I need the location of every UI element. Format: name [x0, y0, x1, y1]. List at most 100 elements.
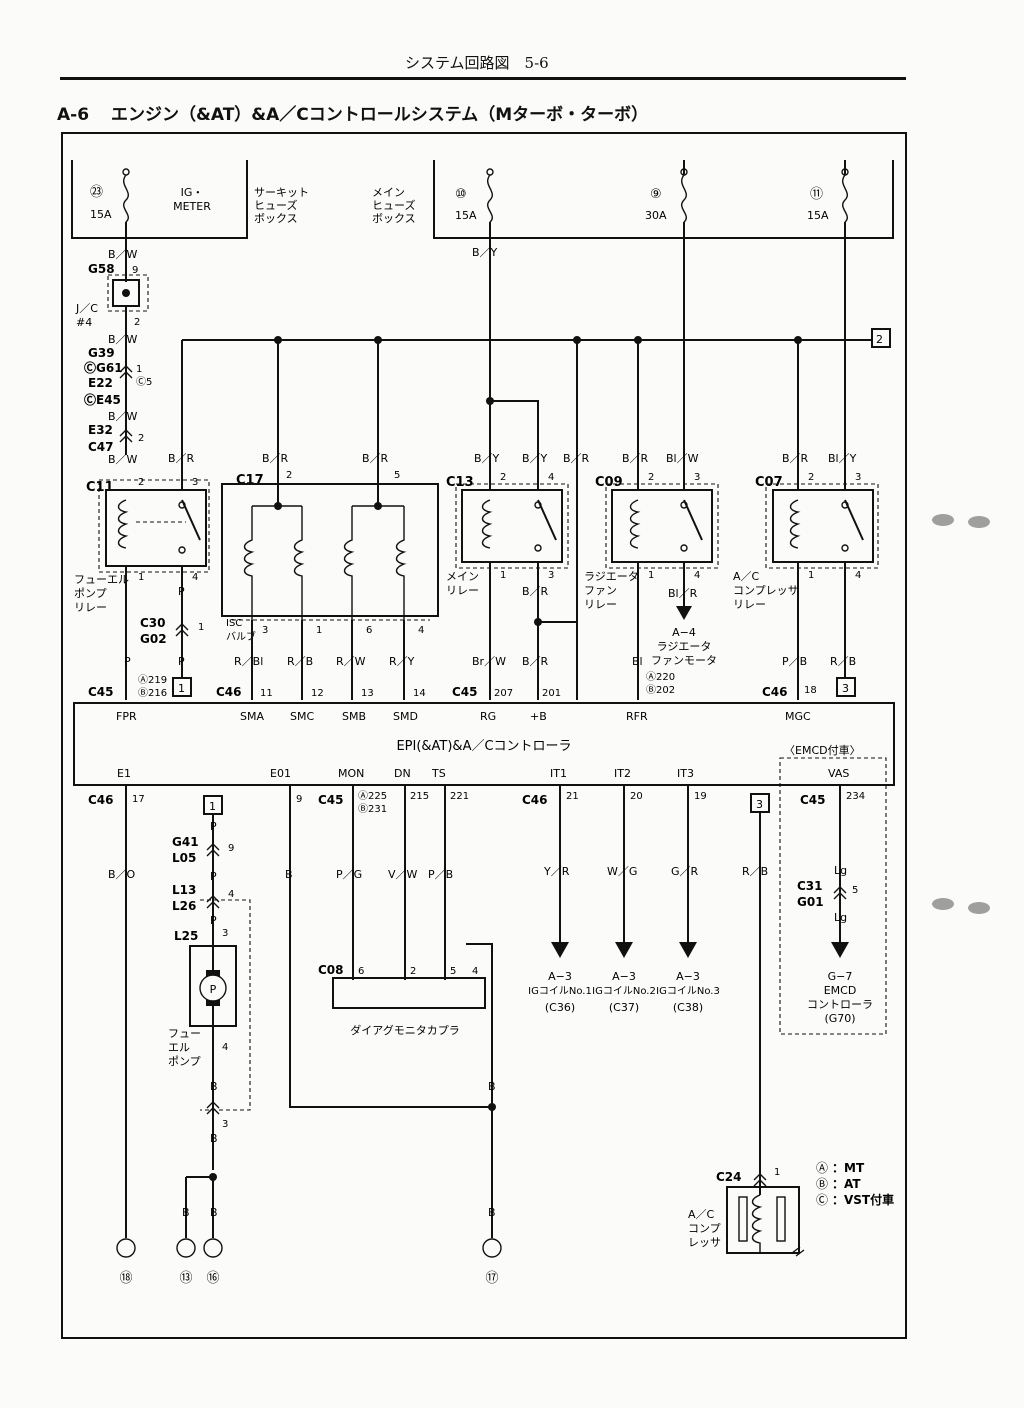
svg-text:4: 4: [694, 570, 700, 581]
pin-jc-2: 2: [134, 317, 140, 328]
relay-c11: [105, 489, 207, 567]
relay-main-label-1: メイン: [446, 570, 479, 583]
svg-text:P: P: [210, 914, 217, 927]
jc4-splice: [122, 289, 130, 297]
svg-text:12: 12: [311, 688, 324, 699]
fuse-23-element: [123, 174, 129, 223]
fuse-23-name-1: IG・: [181, 186, 204, 199]
fuse-10-terminal: [486, 168, 494, 176]
fuse-10-number: ⑩: [455, 187, 467, 202]
fuel-pump-box: [189, 945, 237, 1027]
arrow-fan-motor: [676, 606, 692, 620]
svg-text:3: 3: [842, 682, 849, 695]
svg-text:19: 19: [694, 791, 707, 802]
svg-text:IGコイルNo.2: IGコイルNo.2: [592, 986, 656, 997]
svg-text:B／O: B／O: [108, 868, 136, 881]
pin-it3: IT3: [677, 767, 694, 780]
svg-text:P: P: [210, 870, 217, 883]
wl-c09-br: B／R: [622, 452, 649, 465]
wl-c17-br2: B／R: [362, 452, 389, 465]
legend-text-b: ：AT: [832, 1177, 861, 1191]
pin-plus-b: +B: [530, 710, 547, 723]
circuit-fuse-box: [71, 160, 248, 239]
header-rule: [60, 77, 906, 80]
svg-text:1: 1: [774, 1167, 780, 1178]
legend: Ⓐ ：MT Ⓑ ：AT Ⓒ ：VST付車: [816, 1161, 894, 1207]
wl-c11-br: B／R: [168, 452, 195, 465]
svg-text:207: 207: [494, 688, 513, 699]
relay-c11-boundary: [98, 479, 210, 573]
pin-smb: SMB: [342, 710, 366, 723]
svg-text:14: 14: [413, 688, 426, 699]
conn-l25: L25: [174, 929, 198, 943]
conn-g02: G02: [140, 632, 167, 646]
ground-16: ⑯: [206, 1271, 219, 1286]
relay-fan-label-3: リレー: [584, 598, 617, 611]
ground-18: ⑱: [119, 1271, 132, 1286]
svg-text:5: 5: [852, 885, 858, 896]
pin-c17-5: 5: [394, 470, 400, 481]
svg-text:B／R: B／R: [522, 655, 549, 668]
svg-text:(G70): (G70): [824, 1012, 855, 1025]
svg-text:3: 3: [694, 472, 700, 483]
punch-hole-4: [968, 902, 990, 914]
emcd-note: 〈EMCD付車〉: [784, 743, 861, 757]
wire-label-bw-2: B／W: [108, 333, 138, 346]
svg-text:2: 2: [500, 472, 506, 483]
conn-jc-4: #4: [76, 316, 92, 329]
pin-c11-1: 1: [138, 572, 144, 583]
punch-hole-2: [968, 516, 990, 528]
fuse-23-amp: 15A: [90, 208, 112, 221]
conn-c07: C07: [755, 475, 783, 490]
svg-text:Lg: Lg: [834, 864, 847, 877]
circuit-fuse-box-label-2: ヒューズ: [254, 198, 297, 212]
svg-text:B: B: [210, 1206, 218, 1219]
fuse-23-terminal: [122, 168, 130, 176]
fuse-10-amp: 15A: [455, 209, 477, 222]
wl-c13-br: B／R: [563, 452, 590, 465]
conn-c11: C11: [86, 480, 114, 495]
fuse-9-number: ⑨: [650, 187, 662, 202]
svg-text:4: 4: [472, 966, 478, 977]
pin-smc: SMC: [290, 710, 314, 723]
isc-coil-b: [343, 506, 355, 620]
conn-c45-c: C45: [318, 793, 344, 807]
wire-e01-ground: [289, 785, 492, 1108]
conn-jc-label: J／C: [75, 302, 98, 315]
conn-c46-a: C46: [216, 685, 242, 699]
svg-text:17: 17: [132, 794, 145, 805]
svg-text:A−3: A−3: [548, 970, 572, 983]
conn-l26: L26: [172, 899, 196, 913]
controller-top-pins: FPR SMA SMC SMB SMD RG +B RFR MGC: [116, 710, 811, 723]
ground-17: ⑰: [485, 1271, 498, 1286]
conn-e45: ⒸE45: [84, 392, 121, 407]
svg-text:18: 18: [804, 685, 817, 696]
pin-sma: SMA: [240, 710, 264, 723]
conn-c30: C30: [140, 616, 166, 630]
svg-text:4: 4: [548, 472, 554, 483]
svg-text:2: 2: [808, 472, 814, 483]
relay-ac-label-3: リレー: [733, 598, 766, 611]
relay-fan-label-1: ラジエータ: [584, 570, 639, 583]
svg-text:P／B: P／B: [782, 655, 807, 668]
svg-text:2: 2: [648, 472, 654, 483]
svg-text:4: 4: [418, 625, 424, 636]
inline-connector-e32: [119, 429, 133, 443]
svg-text:P: P: [210, 983, 217, 996]
pin-e01: E01: [270, 767, 291, 780]
svg-text:P: P: [210, 820, 217, 833]
svg-text:B: B: [285, 868, 293, 881]
svg-text:2: 2: [410, 966, 416, 977]
emcd-boundary: [779, 757, 887, 1035]
svg-text:3: 3: [855, 472, 861, 483]
svg-text:Ⓑ202: Ⓑ202: [646, 684, 675, 696]
svg-text:1: 1: [316, 625, 322, 636]
svg-text:B: B: [488, 1080, 496, 1093]
relay-fuel-label-1: フューエル: [74, 573, 129, 586]
conn-c46-c: C46: [88, 793, 114, 807]
wl-c07-bly: Bl／Y: [828, 452, 857, 465]
fuse-23-name-2: METER: [173, 200, 211, 213]
wire-label-bw-4: B／W: [108, 453, 138, 466]
